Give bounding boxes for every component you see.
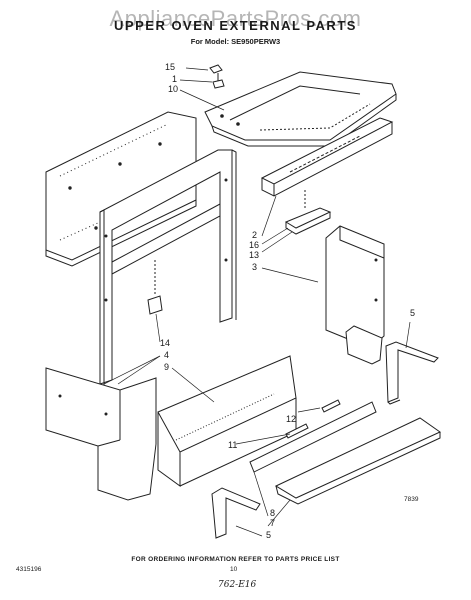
model-label: For Model: SE950PERW3	[190, 37, 281, 46]
callout-13: 13	[249, 250, 260, 260]
kick-panel-part	[158, 356, 296, 486]
trim-rail-part	[262, 118, 392, 196]
callout-14: 14	[160, 338, 171, 348]
watermark: AppliancePartsPros.com	[109, 6, 362, 31]
part-number: 4315196	[16, 566, 42, 573]
rod-part	[286, 400, 340, 438]
screw-part	[210, 65, 224, 88]
callout-4: 4	[164, 350, 170, 360]
callout-3: 3	[252, 262, 258, 272]
side-bracket-part	[386, 342, 438, 404]
callout-15: 15	[165, 62, 176, 72]
lower-side-panel-part	[46, 368, 156, 500]
figure-number: 7839	[404, 496, 419, 503]
top-panel-part	[205, 72, 396, 146]
callout-9: 9	[164, 362, 170, 372]
callout-5-bottom: 5	[266, 530, 272, 540]
callout-11: 11	[228, 440, 238, 450]
side-panel-part	[326, 226, 384, 348]
callout-2: 2	[252, 230, 258, 240]
lower-channel-part	[346, 326, 382, 364]
ordering-note: FOR ORDERING INFORMATION REFER TO PARTS …	[131, 556, 340, 563]
lower-bracket-part	[212, 488, 260, 538]
callout-1: 1	[172, 74, 178, 84]
callout-7: 7	[270, 518, 276, 528]
callout-8: 8	[270, 508, 276, 518]
diagram-title: UPPER OVEN EXTERNAL PARTS	[114, 18, 357, 33]
vent-part	[286, 190, 330, 234]
callout-10: 10	[168, 84, 179, 94]
front-frame-part	[100, 150, 236, 386]
callout-12: 12	[286, 414, 297, 424]
callout-16: 16	[249, 240, 260, 250]
bottom-trim-part	[250, 402, 440, 504]
callout-5-right: 5	[410, 308, 416, 318]
page-number: 10	[230, 566, 238, 573]
handwritten-note: 762-E16	[218, 580, 257, 590]
bracket-part	[148, 260, 162, 314]
leader-lines	[104, 68, 410, 536]
